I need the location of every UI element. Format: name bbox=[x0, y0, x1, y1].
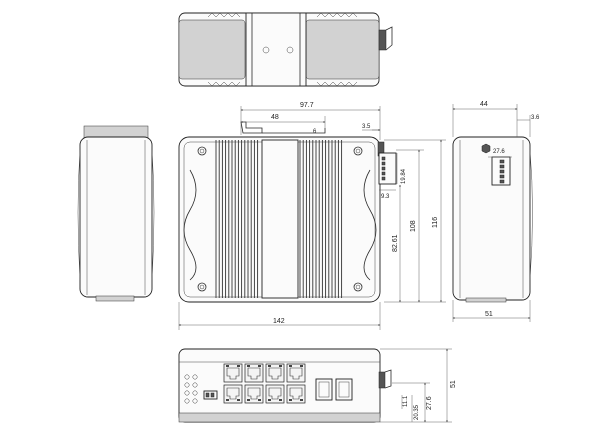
dim-9-3: 9.3 bbox=[381, 194, 390, 200]
sfp-ports bbox=[315, 378, 353, 401]
side-terminal-pins bbox=[499, 159, 505, 184]
terminal-pins bbox=[381, 156, 386, 181]
rj45-port bbox=[223, 363, 243, 383]
bottom-dimensions: 51 27.6 20.35 11.1 bbox=[380, 348, 457, 423]
dim-27-6-side: 27.6 bbox=[493, 149, 505, 155]
dim-3-5: 3.5 bbox=[362, 124, 371, 130]
dim-44: 44 bbox=[480, 101, 488, 108]
heatsink-fins bbox=[215, 140, 343, 298]
left-side-view bbox=[77, 125, 155, 302]
dim-51-bottom: 51 bbox=[450, 380, 457, 388]
rj45-port bbox=[244, 384, 264, 404]
rj45-port bbox=[286, 363, 306, 383]
front-dimensions: 97.7 48 6 3.5 142 116 108 82.61 19.84 9.… bbox=[178, 102, 446, 330]
dim-82-61: 82.61 bbox=[392, 234, 399, 252]
rj45-port bbox=[223, 384, 243, 404]
side-dimensions: 44 3.6 27.6 51 bbox=[452, 101, 540, 322]
dim-27-6-bottom: 27.6 bbox=[426, 396, 433, 410]
rj45-port bbox=[265, 363, 285, 383]
dim-108: 108 bbox=[410, 220, 417, 232]
top-view bbox=[178, 12, 393, 87]
top-fin-ticks bbox=[207, 12, 358, 87]
dim-6: 6 bbox=[313, 129, 317, 135]
rj45-port bbox=[265, 384, 285, 404]
dim-20-35: 20.35 bbox=[414, 404, 420, 420]
front-view bbox=[178, 121, 397, 303]
dim-3-6: 3.6 bbox=[531, 115, 540, 121]
dim-11-1: 11.1 bbox=[403, 395, 409, 407]
dim-51: 51 bbox=[485, 311, 493, 318]
dim-142: 142 bbox=[273, 318, 285, 325]
bottom-port-view bbox=[178, 348, 392, 423]
dim-97-7: 97.7 bbox=[300, 102, 314, 109]
mounting-screw-holes bbox=[197, 146, 363, 292]
status-leds bbox=[184, 374, 198, 404]
rj45-ports bbox=[223, 363, 306, 404]
rj45-port bbox=[244, 363, 264, 383]
right-side-view bbox=[452, 136, 533, 303]
dim-48: 48 bbox=[271, 114, 279, 121]
rj45-port bbox=[286, 384, 306, 404]
dim-116: 116 bbox=[432, 217, 439, 228]
dim-19-84: 19.84 bbox=[401, 168, 407, 184]
